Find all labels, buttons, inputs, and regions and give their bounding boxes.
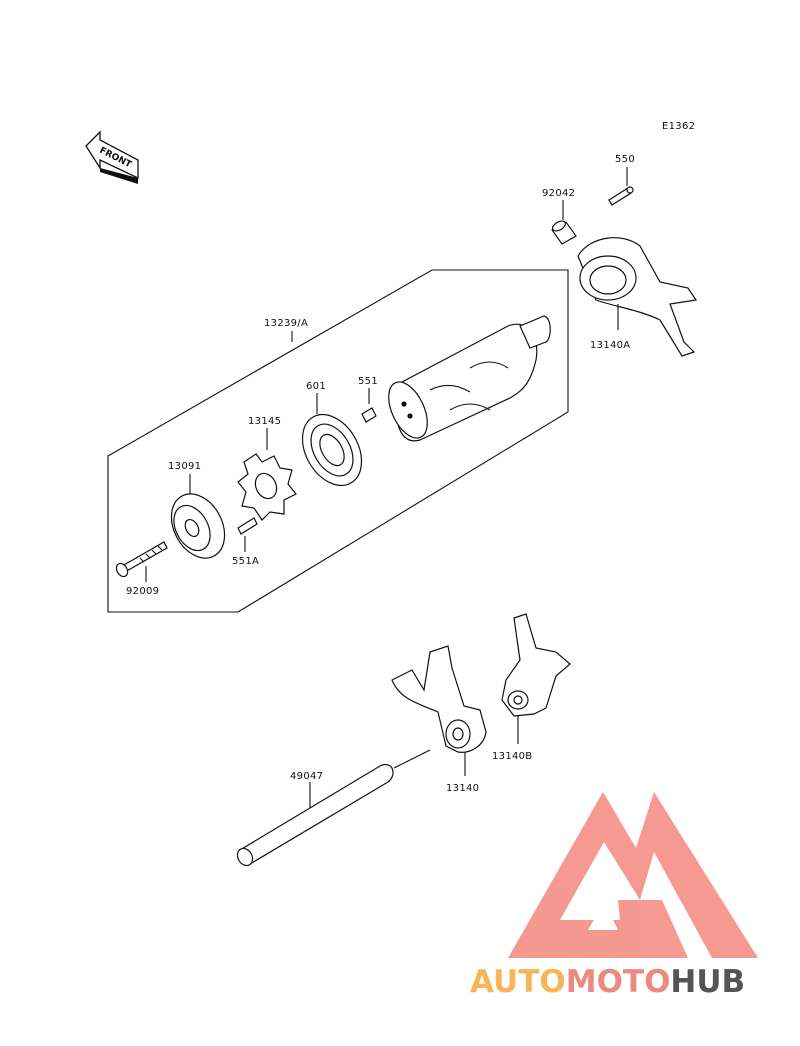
star-plate-13145 — [237, 428, 297, 521]
label-13239A: 13239/A — [264, 318, 308, 329]
roller-92042 — [551, 200, 577, 245]
bolt-92009 — [115, 541, 168, 582]
label-13140: 13140 — [446, 783, 479, 794]
watermark-moto: MOTO — [566, 964, 671, 1000]
watermark-auto: AUTO — [470, 964, 566, 1000]
label-13140A: 13140A — [590, 340, 630, 351]
watermark-logo-icon — [508, 792, 758, 958]
shift-drum — [388, 315, 551, 442]
watermark-text: AUTOMOTOHUB — [470, 964, 745, 1000]
shift-fork-13140A — [577, 237, 698, 357]
shift-fork-13140B — [501, 613, 571, 744]
label-13091: 13091 — [168, 461, 201, 472]
label-551A: 551A — [232, 556, 259, 567]
bearing-601 — [301, 393, 363, 486]
label-551: 551 — [358, 376, 378, 387]
svg-text:AUTOMOTOHUB: AUTOMOTOHUB — [470, 964, 745, 1000]
label-49047: 49047 — [290, 771, 323, 782]
label-601: 601 — [306, 381, 326, 392]
label-92009: 92009 — [126, 586, 159, 597]
assembly-frame — [107, 269, 569, 613]
label-13140B: 13140B — [492, 751, 532, 762]
shift-fork-13140 — [391, 645, 487, 776]
label-92042: 92042 — [542, 188, 575, 199]
pin-550 — [608, 167, 634, 206]
diagram-code: E1362 — [662, 121, 695, 132]
pin-551 — [361, 388, 377, 423]
front-arrow-icon: FRONT — [85, 130, 139, 184]
label-13145: 13145 — [248, 416, 281, 427]
watermark-hub: HUB — [670, 964, 745, 1000]
pin-551A — [237, 517, 258, 552]
shaft-49047 — [236, 749, 431, 867]
drum-cap-13091 — [170, 474, 226, 559]
label-550: 550 — [615, 154, 635, 165]
